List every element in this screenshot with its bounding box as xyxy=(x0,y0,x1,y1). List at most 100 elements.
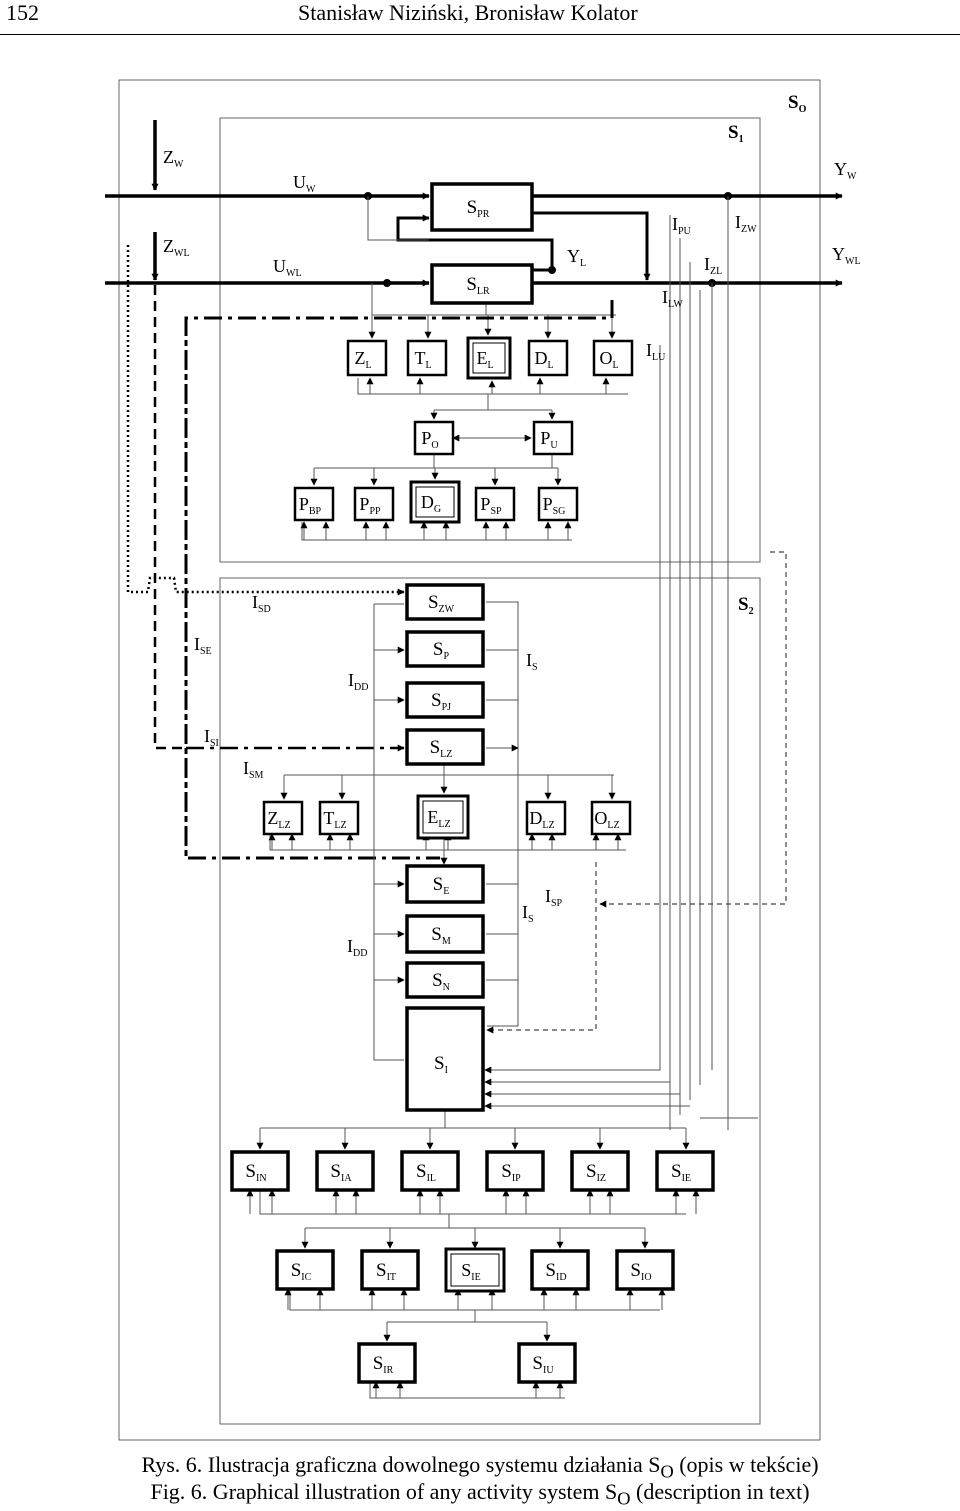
block-dlz: DLZ xyxy=(525,800,567,836)
signal-idd2-label-sub: DD xyxy=(353,948,367,959)
signal-ywl-label-main: Y xyxy=(832,244,845,264)
signal-isi-label-main: I xyxy=(204,726,210,746)
block-elz-label: ELZ xyxy=(427,807,450,830)
signal-idd1-label-main: I xyxy=(348,670,354,690)
block-zlz-label: ZLZ xyxy=(267,808,290,831)
block-spr-label-main: S xyxy=(467,197,478,218)
block-pbp-label-sub: BP xyxy=(309,506,322,517)
block-dl-box xyxy=(527,339,569,377)
signal-idd1-label: IDD xyxy=(348,670,368,693)
block-dg-label-sub: G xyxy=(434,504,441,515)
block-psp-label-main: P xyxy=(480,494,490,514)
block-sid-label-sub: ID xyxy=(556,1272,567,1283)
block-ol: OL xyxy=(592,339,634,377)
block-sir-label: SIR xyxy=(373,1353,394,1376)
frames-layer xyxy=(118,79,821,1441)
signal-izw-label-sub: ZW xyxy=(741,224,757,235)
connector-line xyxy=(369,1382,565,1399)
block-se-label-main: S xyxy=(433,874,444,895)
block-el-label: EL xyxy=(476,348,493,371)
block-pbp-label-main: P xyxy=(299,494,309,514)
block-sm-label-sub: M xyxy=(442,936,451,947)
block-elz-label-sub: LZ xyxy=(438,819,450,830)
block-tl-label-main: T xyxy=(414,348,425,368)
signal-izl-label-sub: ZL xyxy=(710,266,722,277)
signal-idd2-label-main: I xyxy=(347,936,353,956)
block-sia-label: SIA xyxy=(330,1161,352,1184)
block-olz-box xyxy=(590,800,632,836)
block-elz-label-main: E xyxy=(427,807,438,827)
block-sia: SIA xyxy=(315,1150,375,1192)
block-psp-box xyxy=(474,486,516,522)
connector-line xyxy=(301,522,572,541)
system-so-label: SO xyxy=(788,92,807,115)
block-tlz-box xyxy=(318,800,360,836)
signal-isd-label-sub: SD xyxy=(258,604,271,615)
signal-ilu-label-main: I xyxy=(646,340,652,360)
signal-isp-label: ISP xyxy=(545,886,563,909)
block-psp-label: PSP xyxy=(480,494,502,517)
block-sir-box xyxy=(357,1342,417,1384)
caption-en-suffix: (description in text) xyxy=(630,1479,810,1504)
block-sn-box xyxy=(405,961,485,999)
block-sio-label-sub: IO xyxy=(641,1272,652,1283)
signal-uw-label-main: U xyxy=(293,172,306,192)
block-sid-label-main: S xyxy=(545,1260,556,1281)
block-ppp-box xyxy=(353,486,395,522)
block-sn-label-main: S xyxy=(432,970,443,991)
block-sp-label-sub: P xyxy=(444,651,450,662)
signal-yl-label-sub: L xyxy=(580,258,586,269)
block-ppp-label-sub: PP xyxy=(369,506,381,517)
connector-line xyxy=(367,196,429,241)
block-siu-label-main: S xyxy=(532,1353,543,1374)
block-sia-label-sub: IA xyxy=(341,1173,352,1184)
block-sp-label-main: S xyxy=(433,639,444,660)
block-si: SI xyxy=(405,1006,485,1112)
system-so-label-sub: O xyxy=(799,104,807,115)
block-el-label-sub: L xyxy=(487,360,493,371)
block-sie2: SIE xyxy=(444,1247,506,1293)
page-number: 152 xyxy=(6,0,39,25)
block-ol-label-sub: L xyxy=(612,360,618,371)
block-psg-label: PSG xyxy=(543,494,566,517)
block-szw: SZW xyxy=(405,583,485,621)
signal-ipu-label-sub: PU xyxy=(678,226,692,237)
block-olz-label-main: O xyxy=(594,808,607,828)
connector-line xyxy=(289,1289,660,1311)
block-dlz-label: DLZ xyxy=(529,808,554,831)
block-sic-label: SIC xyxy=(291,1260,312,1283)
connector-line xyxy=(153,285,186,750)
caption-en-prefix: Fig. 6. Graphical illustration of any ac… xyxy=(150,1479,618,1504)
signal-izw-label: IZW xyxy=(735,212,757,235)
block-sin-label-sub: IN xyxy=(256,1173,267,1184)
signal-izw-label-main: I xyxy=(735,212,741,232)
signal-ipu-label: IPU xyxy=(672,214,692,237)
block-sm-label: SM xyxy=(431,924,451,947)
block-sio-label: SIO xyxy=(630,1260,651,1283)
block-zl-label-sub: L xyxy=(365,360,371,371)
running-head-authors: Stanisław Niziński, Bronisław Kolator xyxy=(298,0,638,25)
block-slz-label: SLZ xyxy=(430,737,453,760)
signal-is1-label: IS xyxy=(526,650,538,673)
block-siu: SIU xyxy=(517,1342,577,1384)
signal-zwl-label: ZWL xyxy=(163,236,190,259)
block-slr: SLR xyxy=(430,263,534,305)
signal-yl-label-main: Y xyxy=(567,246,580,266)
block-tl-box xyxy=(406,339,448,377)
block-ol-box xyxy=(592,339,634,377)
block-sic-label-main: S xyxy=(291,1260,302,1281)
signal-ilw-label: ILW xyxy=(662,287,683,310)
block-elz-inner xyxy=(422,800,464,834)
block-pu-label-main: P xyxy=(540,428,550,448)
signal-ise-label-main: I xyxy=(194,634,200,654)
block-sin-box xyxy=(230,1150,290,1192)
system-so-label-main: S xyxy=(788,92,799,113)
signal-zwl-label-main: Z xyxy=(163,236,174,256)
block-spr: SPR xyxy=(430,182,534,232)
block-sm: SM xyxy=(405,914,485,954)
block-ppp: PPP xyxy=(353,486,395,522)
block-se: SE xyxy=(405,864,485,904)
block-slr-box xyxy=(430,263,534,305)
